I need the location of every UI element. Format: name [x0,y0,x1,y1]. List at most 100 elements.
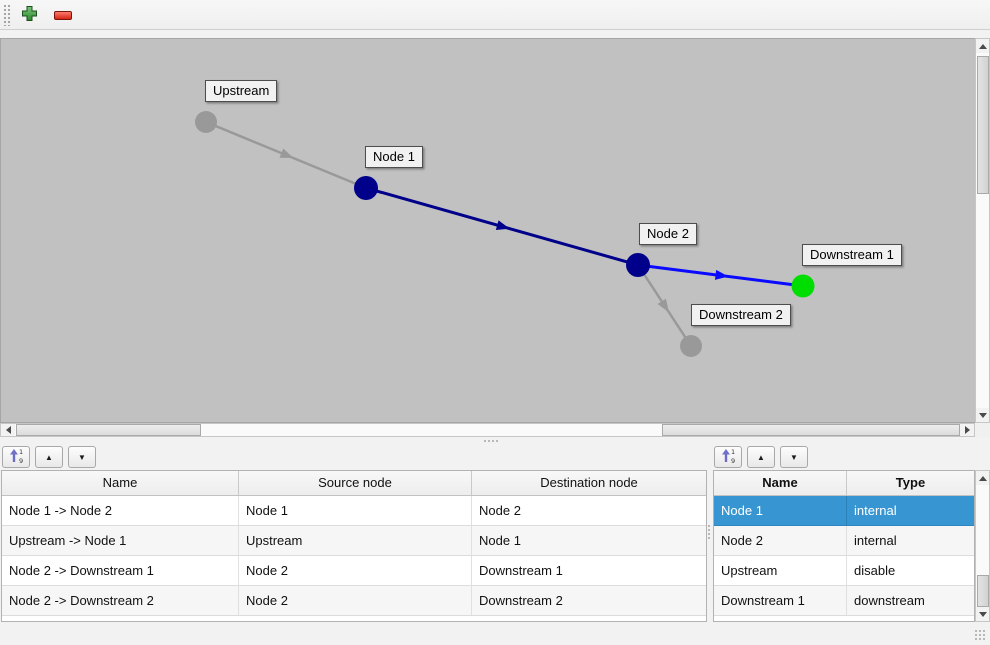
graph-node[interactable] [195,111,217,133]
scroll-down-icon [978,412,987,418]
move-up-icon: ▲ [757,452,765,462]
cell: Downstream 1 [479,563,563,578]
status-strip [0,622,990,645]
empty-row [714,616,974,621]
nodes-table-scrollbar[interactable] [975,470,990,622]
graph-node[interactable] [791,274,815,298]
scroll-up-button[interactable] [976,471,989,485]
nodes-move-down-button[interactable]: ▼ [780,446,808,468]
node-label[interactable]: Node 1 [365,146,423,168]
minus-icon [54,8,72,23]
cell: Node 2 [239,556,472,585]
hscroll-thumb-right[interactable] [662,424,960,436]
edge-arrow-icon [714,269,729,280]
scroll-up-icon [978,43,987,49]
hscroll-thumb-left[interactable] [16,424,201,436]
scrollbar-corner [975,423,990,437]
cell: Node 2 [239,586,472,615]
cell: Upstream [239,526,472,555]
move-down-icon: ▼ [78,452,86,462]
plus-icon [21,5,38,25]
graph-node[interactable] [354,176,378,200]
column-header-name[interactable]: Name [2,471,239,495]
move-down-icon: ▼ [790,452,798,462]
canvas-vscroll-thumb[interactable] [977,56,989,194]
cell: internal [854,533,897,548]
edge-arrow-icon [657,298,669,313]
scroll-down-button[interactable] [976,607,989,621]
column-header-name[interactable]: Name [714,471,847,495]
edge-arrow-icon [279,148,294,159]
sort-icon: 1 9 [721,448,736,466]
nodes-sort-button[interactable]: 1 9 [714,446,742,468]
cell: Downstream 2 [479,593,563,608]
cell: Node 2 [714,526,847,555]
splitter-handle-icon [483,439,499,443]
scroll-down-icon [978,611,987,617]
move-up-icon: ▲ [45,452,53,462]
table-row[interactable]: Downstream 1 downstream [714,586,974,616]
edges-move-down-button[interactable]: ▼ [68,446,96,468]
node-label[interactable]: Upstream [205,80,278,102]
cell: Node 1 -> Node 2 [2,496,239,525]
table-row[interactable]: Node 1 internal [714,496,974,526]
sort-icon: 1 9 [9,448,24,466]
scroll-up-button[interactable] [976,39,989,53]
nodes-move-up-button[interactable]: ▲ [747,446,775,468]
cell: Node 2 -> Downstream 1 [2,556,239,585]
cell: Upstream -> Node 1 [2,526,239,555]
column-header-source-node[interactable]: Source node [239,471,472,495]
node-label[interactable]: Downstream 2 [691,304,791,326]
edges-sort-button[interactable]: 1 9 [2,446,30,468]
add-node-button[interactable] [16,3,42,27]
cell: Node 2 -> Downstream 2 [2,586,239,615]
column-header-type[interactable]: Type [895,475,926,490]
cell: Node 1 [714,496,847,525]
empty-row [2,616,706,621]
scroll-left-icon [5,426,11,434]
cell: downstream [854,593,925,608]
horizontal-splitter[interactable] [0,437,990,445]
svg-text:1: 1 [731,448,735,456]
table-row[interactable]: Node 2 internal [714,526,974,556]
edges-move-up-button[interactable]: ▲ [35,446,63,468]
node-label[interactable]: Node 2 [639,223,697,245]
graph-svg [195,111,815,357]
column-header-destination-node[interactable]: Destination node [540,475,638,490]
vertical-splitter[interactable] [707,524,712,540]
scroll-left-button[interactable] [1,424,15,436]
resize-grip[interactable] [974,629,987,642]
cell: internal [854,503,897,518]
graph-node[interactable] [680,335,702,357]
nodes-table-header: Name Type [714,471,974,496]
toolbar-drag-handle[interactable] [3,4,11,26]
nodes-table-scroll-thumb[interactable] [977,575,989,607]
remove-node-button[interactable] [50,3,76,27]
cell: Node 1 [239,496,472,525]
cell: Downstream 1 [714,586,847,615]
scroll-up-icon [978,475,987,481]
scroll-down-button[interactable] [976,408,989,422]
main-toolbar [0,0,990,30]
scroll-right-icon [964,426,970,434]
cell: Upstream [714,556,847,585]
svg-text:1: 1 [19,448,23,456]
scroll-right-button[interactable] [960,424,974,436]
graph-node[interactable] [626,253,650,277]
cell: Node 1 [479,533,521,548]
canvas-horizontal-scrollbar[interactable] [0,423,975,437]
node-label[interactable]: Downstream 1 [802,244,902,266]
canvas-vertical-scrollbar[interactable] [975,38,990,423]
